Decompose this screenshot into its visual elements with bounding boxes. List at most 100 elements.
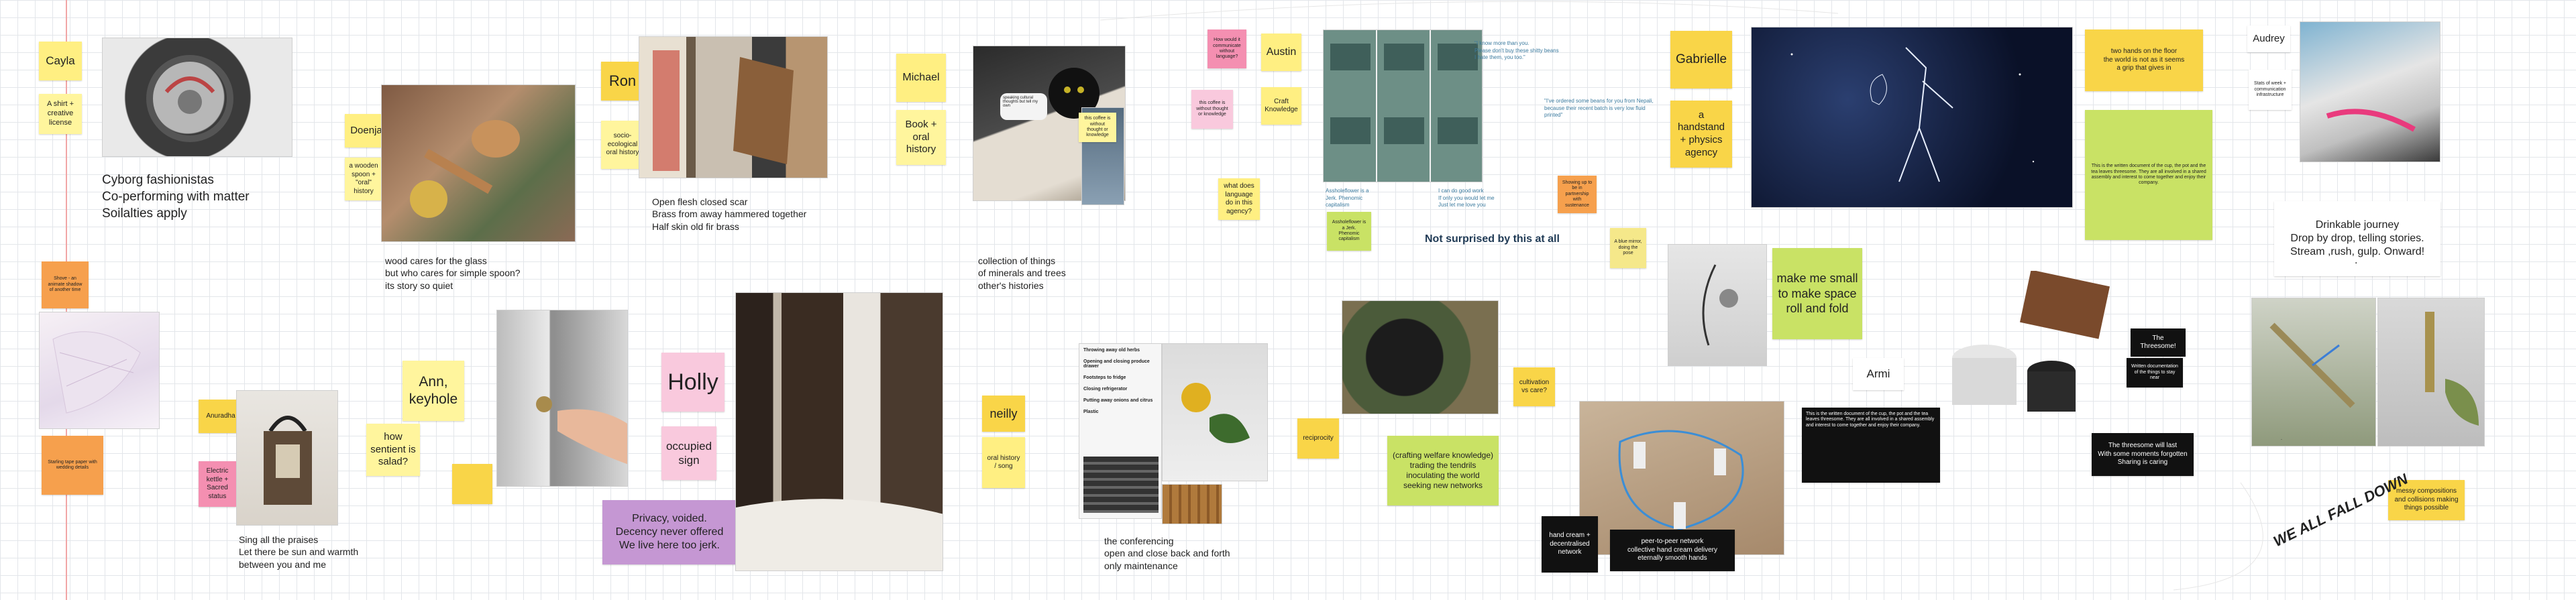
hand-sketch-photo[interactable] (1668, 244, 1767, 366)
cyborg-fashion-photo[interactable] (102, 38, 292, 157)
mechanism-photo-2[interactable] (2377, 298, 2485, 446)
curtain-room-photo[interactable] (735, 292, 943, 571)
sticky-ron[interactable]: Ron (601, 62, 644, 101)
sticky-salad[interactable]: how sentient is salad? (366, 424, 420, 476)
photo-graphic (146, 55, 233, 142)
sticky-michael-book[interactable]: Book + oral history (896, 110, 946, 165)
sticky-privacy[interactable]: Privacy, voided. Decency never offered W… (602, 500, 737, 564)
sticky-anuradha[interactable]: Anuradha (199, 400, 243, 433)
not-surprised-text: Not surprised by this at all (1425, 233, 1560, 245)
card-written-tag[interactable]: Written documentation of the things to s… (2127, 358, 2183, 387)
sticky-austin[interactable]: Austin (1261, 34, 1301, 71)
quote-ordered-beans: "I've ordered some beans for you from Ne… (1544, 98, 1654, 119)
sticky-cultivation[interactable]: cultivation vs care? (1513, 367, 1555, 406)
sticky-audrey[interactable]: Audrey (2247, 25, 2290, 52)
card-written-document[interactable]: This is the written document of the cup,… (1802, 408, 1940, 483)
sticky-pink-question[interactable]: How would it communicate without languag… (1208, 29, 1246, 68)
sticky-holly[interactable]: Holly (661, 353, 724, 412)
night-sky-photo[interactable] (1751, 27, 2073, 208)
door-handle-photo[interactable] (496, 310, 628, 487)
checklist-item: Plastic (1083, 410, 1099, 414)
wood-floor-photo[interactable] (1162, 484, 1222, 524)
quote-asshole-flower: Assholeflower is a Jerk. Phenomic capita… (1326, 188, 1369, 208)
photo-graphic (2269, 322, 2355, 408)
dog-photo[interactable] (1342, 300, 1499, 414)
photo-graphic (1330, 44, 1478, 144)
photo-graphic (52, 331, 141, 414)
photo-graphic (536, 396, 627, 465)
grinder-photo-grid[interactable] (1323, 29, 1483, 182)
sticky-audrey-stats[interactable]: Stats of week + communication infrastruc… (2249, 70, 2292, 110)
sticky-what-language[interactable]: what does language do in this agency? (1218, 178, 1260, 220)
wrapped-paper-photo[interactable] (39, 312, 160, 429)
sticky-cayla[interactable]: Cayla (39, 42, 82, 80)
mechanism-photo-1[interactable] (2251, 298, 2376, 446)
chat-bubble: speaking cultural thoughts but tell my o… (1000, 93, 1047, 120)
sticky-doenja-spoon[interactable]: a wooden spoon + "oral" history (345, 158, 382, 200)
sticky-ron-sub[interactable]: socio-ecological oral history (601, 121, 644, 169)
sticky-doenja[interactable]: Doenja (345, 114, 388, 147)
sticky-pink-tip[interactable]: this coffee is without thought or knowle… (1191, 90, 1233, 129)
photo-graphic (1049, 68, 1099, 119)
sticky-messy[interactable]: messy compositions and collisions making… (2388, 480, 2465, 520)
cayla-poem: Cyborg fashionistas Co-performing with m… (102, 173, 250, 221)
photo-graphic (1181, 383, 1250, 443)
sticky-crafting-welfare[interactable]: (crafting welfare knowledge) trading the… (1387, 436, 1499, 505)
sticky-craft-knowledge[interactable]: Craft Knowledge (1261, 87, 1301, 125)
cups-and-book-photo[interactable] (1944, 271, 2118, 437)
quote-good-work: I can do good work If only you would let… (1438, 188, 1495, 208)
sticky-neilly[interactable]: neilly (982, 396, 1025, 432)
sticky-orange-shove[interactable]: Shove - an animate shadow of another tim… (42, 261, 89, 308)
vegetables-photo[interactable] (1162, 343, 1268, 481)
sticky-small-michael[interactable]: this coffee is without thought or knowle… (1079, 113, 1116, 142)
card-threesome[interactable]: The Threesome! (2131, 328, 2186, 357)
brass-shelf-photo[interactable] (639, 36, 828, 178)
sticky-neilly-song[interactable]: oral history / song (982, 437, 1025, 488)
photo-graphic (736, 499, 943, 571)
photo-graphic (2326, 109, 2416, 132)
sticky-gabrielle[interactable]: Gabrielle (1670, 31, 1732, 88)
sticky-reciprocity[interactable]: reciprocity (1297, 418, 1339, 459)
checklist-item: Opening and closing produce drawer (1083, 359, 1150, 369)
doenja-poem: wood cares for the glass but who cares f… (385, 255, 521, 291)
card-threesome-note[interactable]: The threesome will last With some moment… (2092, 433, 2194, 476)
water-tap-photo[interactable] (2300, 21, 2440, 162)
quote-know-more: "I know more than you. Please don't buy … (1474, 40, 1559, 61)
photo-graphic (2425, 312, 2479, 426)
anuradha-poem: Sing all the praises Let there be sun an… (239, 534, 359, 570)
sticky-orange-starling[interactable]: Starling tape paper with wedding details (42, 436, 103, 495)
sticky-handstand[interactable]: a handstand + physics agency (1670, 101, 1732, 168)
card-hand-cream[interactable]: hand cream + decentralised network (1542, 516, 1598, 573)
audio-waveform (1083, 457, 1159, 513)
photo-graphic (264, 416, 312, 505)
kettle-photo[interactable] (236, 390, 338, 526)
checklist-item: Closing refrigerator (1083, 387, 1128, 392)
sticky-orange-showing[interactable]: Showing up to be in partnership with sus… (1558, 176, 1597, 213)
neilly-poem: the conferencing open and close back and… (1104, 536, 1230, 571)
photo-graphic (1618, 430, 1744, 530)
sticky-blank-gold[interactable] (452, 464, 492, 504)
sticky-cayla-shirt[interactable]: A shirt + creative license (39, 94, 82, 134)
sticky-lime-long[interactable]: This is the written document of the cup,… (2085, 110, 2212, 240)
sticky-lime-small[interactable]: Assholeflower is a Jerk. Phenomic capita… (1327, 212, 1371, 251)
card-p2p[interactable]: peer-to-peer network collective hand cre… (1610, 530, 1735, 571)
sticky-armi[interactable]: Armi (1853, 358, 1904, 390)
mechanism-caption: . (2281, 436, 2282, 441)
board-strokes (1100, 1, 2263, 591)
photo-graphic (653, 50, 794, 171)
sticky-drinkable-journey[interactable]: Drinkable journey Drop by drop, telling … (2274, 201, 2440, 276)
neilly-checklist[interactable]: Throwing away old herbs Opening and clos… (1079, 343, 1162, 519)
journey-dot: . (2355, 255, 2358, 266)
photo-graphic (1952, 271, 2110, 412)
ron-poem: Open flesh closed scar Brass from away h… (652, 196, 807, 232)
sticky-anuradha-kettle[interactable]: Electric kettle + Sacred status (199, 461, 236, 507)
sticky-ann-keyhole[interactable]: Ann, keyhole (402, 361, 464, 421)
checklist-item: Throwing away old herbs (1083, 348, 1140, 353)
sticky-make-me-small[interactable]: make me small to make space roll and fol… (1772, 248, 1862, 339)
wooden-spoon-photo[interactable] (381, 84, 576, 242)
sticky-michael[interactable]: Michael (896, 54, 946, 102)
sticky-occupied-sign[interactable]: occupied sign (661, 426, 716, 480)
sticky-two-hands[interactable]: two hands on the floor the world is not … (2085, 29, 2203, 91)
checklist-item: Putting away onions and citrus (1083, 398, 1153, 403)
sticky-blue-mirror[interactable]: A blue mirror, doing the pose (1610, 228, 1646, 268)
